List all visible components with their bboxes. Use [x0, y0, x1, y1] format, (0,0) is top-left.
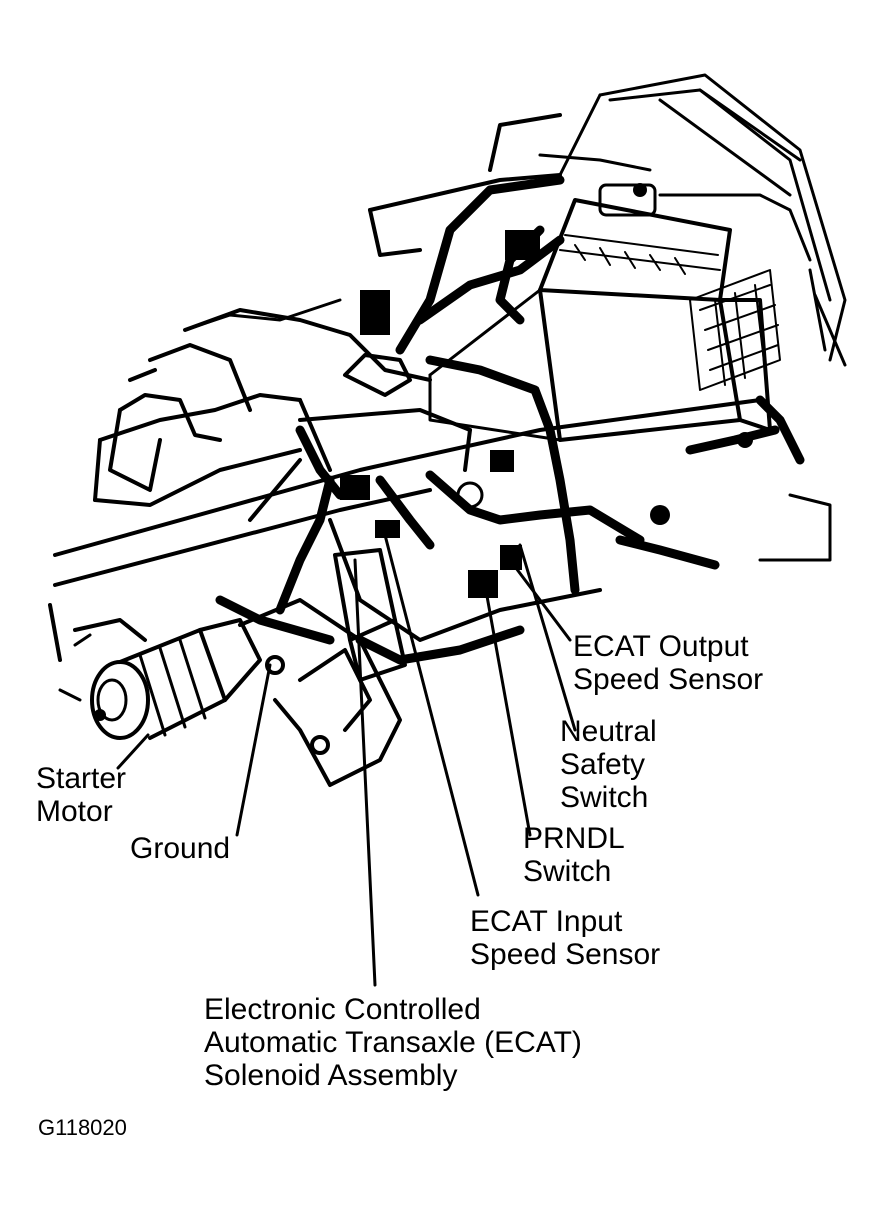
leader-ecat-output-speed-sensor — [508, 558, 572, 642]
fender-outline — [558, 73, 847, 562]
leader-ground — [235, 663, 272, 837]
figure-code: G118020 — [38, 1115, 127, 1140]
label-ground: Ground — [130, 832, 230, 865]
solenoid-assembly-body — [333, 548, 407, 682]
leader-starter-motor — [116, 733, 150, 770]
leader-solenoid-assembly — [353, 558, 377, 987]
label-line: Neutral — [560, 715, 657, 748]
label-line: Switch — [560, 781, 649, 814]
mount-bracket — [238, 598, 402, 787]
label-line: Safety — [560, 748, 646, 781]
label-line: PRNDL — [523, 822, 625, 855]
label-line: Speed Sensor — [573, 663, 764, 696]
label-line: Solenoid Assembly — [204, 1059, 458, 1092]
label-line: Automatic Transaxle (ECAT) — [204, 1026, 582, 1059]
label-ecat-input-speed-sensor: ECAT Input Speed Sensor — [470, 905, 660, 971]
label-line: Electronic Controlled — [204, 993, 481, 1026]
label-line: ECAT Output — [573, 630, 749, 663]
label-line: Switch — [523, 855, 612, 888]
battery-tray-mesh — [689, 269, 781, 391]
label-line: Starter — [36, 762, 127, 795]
engine-block — [48, 113, 762, 662]
label-line: Speed Sensor — [470, 938, 661, 971]
leader-lines — [116, 533, 577, 987]
battery — [428, 183, 781, 442]
label-line: Motor — [36, 795, 113, 828]
leader-neutral-safety-switch — [518, 543, 577, 732]
label-solenoid-assembly: Electronic Controlled Automatic Transaxl… — [204, 993, 582, 1092]
label-line: Ground — [130, 832, 231, 865]
label-neutral-safety-switch: Neutral Safety Switch — [560, 715, 657, 814]
label-prndl-switch: PRNDL Switch — [523, 822, 625, 888]
starter-motor-drawing — [58, 618, 262, 740]
leader-prndl-switch — [483, 583, 532, 837]
leader-ecat-input-speed-sensor — [383, 533, 480, 897]
label-ecat-output-speed-sensor: ECAT Output Speed Sensor — [573, 630, 763, 696]
connectors — [340, 230, 753, 598]
label-line: ECAT Input — [470, 905, 623, 938]
battery-cells — [559, 234, 721, 275]
label-starter-motor: Starter Motor — [36, 762, 126, 828]
